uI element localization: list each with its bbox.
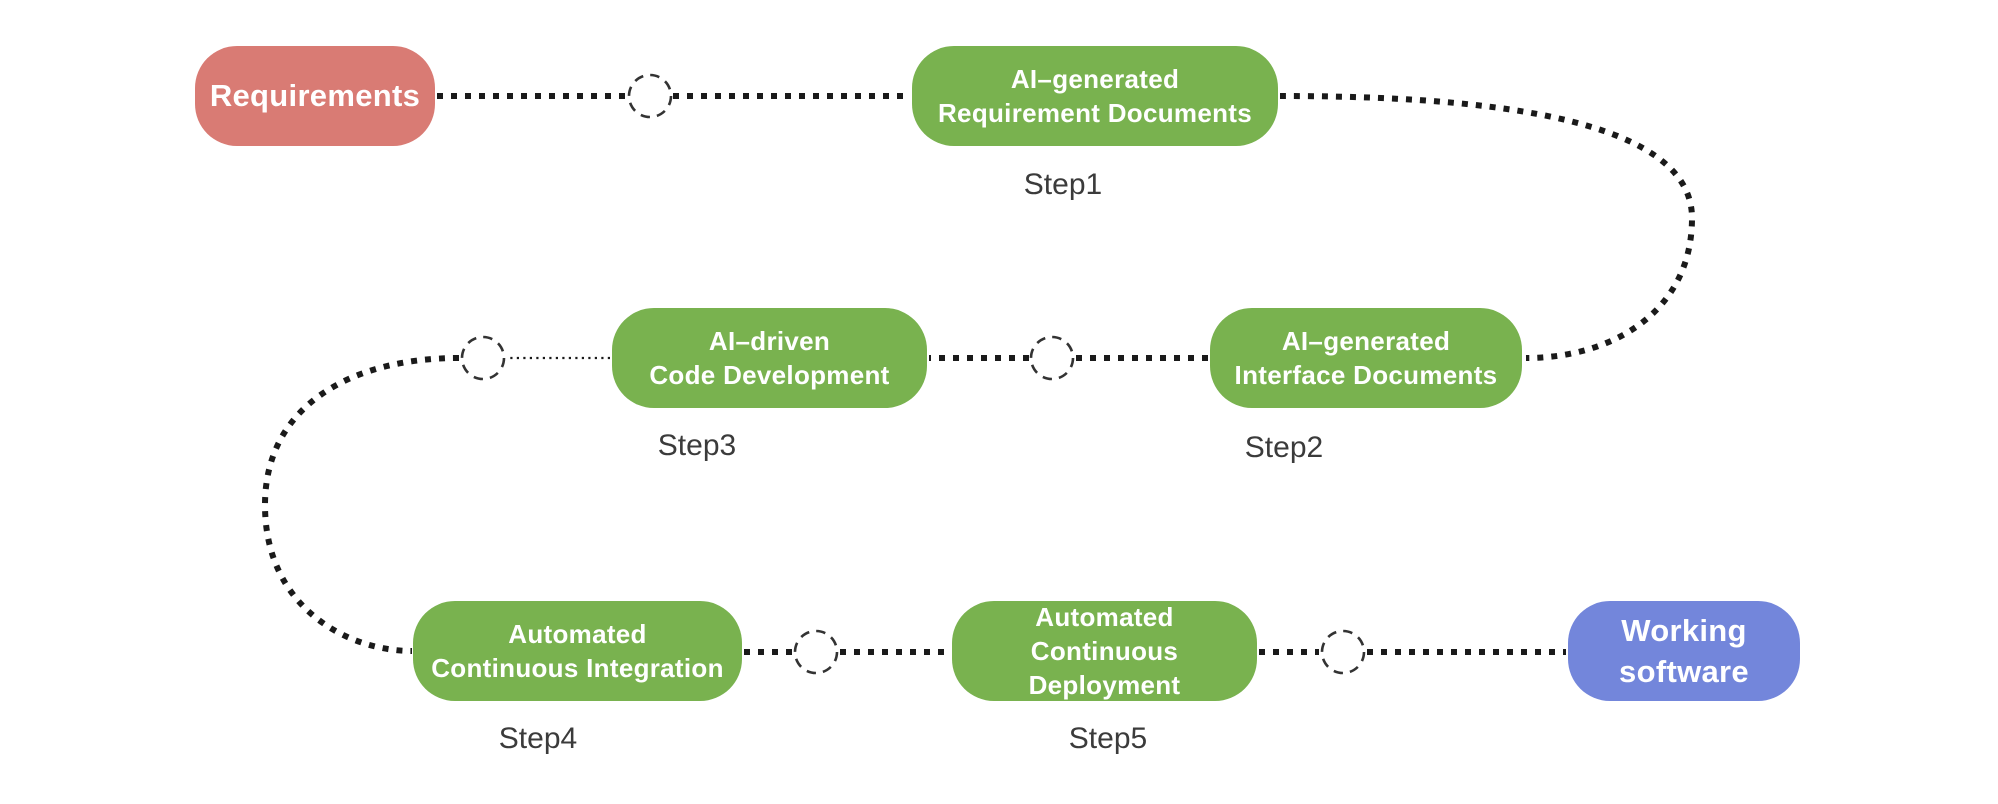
waypoint-circle-3 bbox=[460, 335, 506, 381]
node-ai-generated-requirement-documents: AI–generated Requirement Documents bbox=[912, 46, 1278, 146]
node-ai-generated-interface-documents: AI–generated Interface Documents bbox=[1210, 308, 1522, 408]
waypoint-circle-2 bbox=[1029, 335, 1075, 381]
node-label: Requirements bbox=[209, 78, 421, 113]
node-automated-continuous-deployment: Automated Continuous Deployment bbox=[952, 601, 1257, 701]
node-label-line1: AI–generated bbox=[1281, 326, 1451, 356]
waypoint-circle-5 bbox=[1320, 629, 1366, 675]
node-label-line1: Automated bbox=[1035, 602, 1174, 632]
node-label-line2: Requirement Documents bbox=[937, 98, 1253, 128]
waypoint-circle-1 bbox=[627, 73, 673, 119]
node-label-line2: software bbox=[1619, 654, 1749, 689]
step-label-2: Step2 bbox=[1244, 431, 1324, 464]
node-requirements: Requirements bbox=[195, 46, 435, 146]
curve-step3-to-step4 bbox=[261, 355, 460, 654]
node-automated-continuous-integration: Automated Continuous Integration bbox=[413, 601, 742, 701]
node-label-line2: Code Development bbox=[649, 360, 890, 390]
curve-step1-to-step2 bbox=[1279, 93, 1696, 361]
node-label-line2: Continuous Deployment bbox=[1028, 636, 1181, 700]
node-label-line1: Automated bbox=[508, 619, 647, 649]
node-ai-driven-code-development: AI–driven Code Development bbox=[612, 308, 927, 408]
step-label-5: Step5 bbox=[1068, 722, 1148, 755]
step-label-3: Step3 bbox=[657, 429, 737, 462]
node-label-line1: AI–generated bbox=[1010, 64, 1180, 94]
waypoint-circle-4 bbox=[793, 629, 839, 675]
node-label-line2: Interface Documents bbox=[1234, 360, 1498, 390]
node-label-line1: Working bbox=[1621, 613, 1747, 648]
node-label-line1: AI–driven bbox=[708, 326, 831, 356]
step-label-4: Step4 bbox=[498, 722, 578, 755]
node-label-line2: Continuous Integration bbox=[431, 653, 724, 683]
step-label-1: Step1 bbox=[1023, 168, 1103, 201]
node-working-software: Working software bbox=[1568, 601, 1800, 701]
